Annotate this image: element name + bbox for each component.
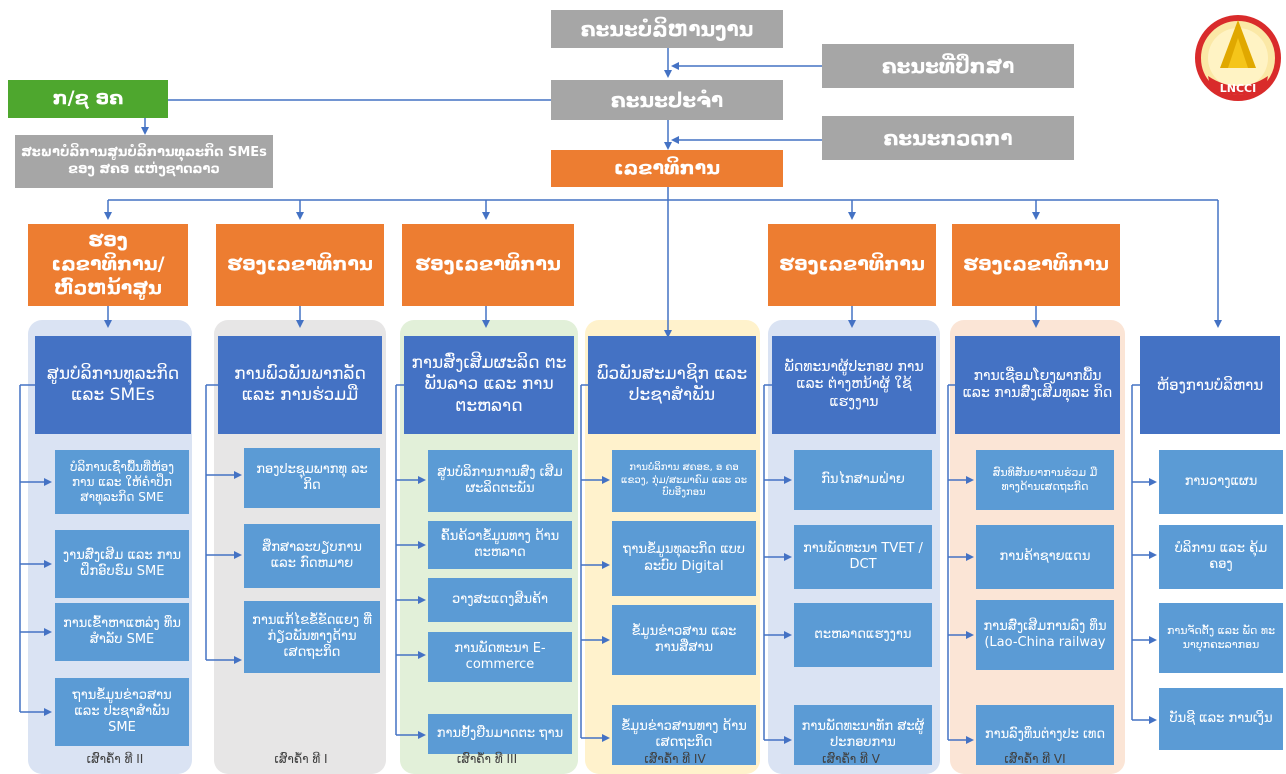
advisory-box: ຄະນະທີ່ປຶກສາ <box>822 44 1074 88</box>
deputy-box-2: ຮອງເລຂາທິການ <box>216 224 384 306</box>
list-item: ຂໍ້ມູນຂ່າວສານທາງ ດ້ານເສດຖະກິດ <box>612 705 756 765</box>
board-box: ຄະນະບໍລິຫານງານ <box>551 10 783 48</box>
list-item: ການສົ່ງເສີມການລົງ ທຶນ (Lao-China railway <box>976 600 1114 670</box>
list-item: ການຈັດຕັ້ງ ແລະ ພັດ ທະນາບຸກຄະລາກອນ <box>1159 603 1283 673</box>
column-header-7: ຫ້ອງການບໍລິຫານ <box>1140 336 1280 434</box>
list-item: ການແກ້ໄຂຂໍ້ຂັດແຍງ ທີ່ກ່ຽວພັນທາງດ້ານ ເສດຖ… <box>244 601 380 673</box>
column-header-3: ການສົ່ງເສີມຜະລິດ ຕະພັນລາວ ແລະ ການຕະຫລາດ <box>404 336 574 434</box>
list-item: ຄົ້ນຄ້ວາຂໍ້ມູນທາງ ດ້ານຕະຫລາດ <box>428 521 572 569</box>
list-item: ການລົງທຶນຕ່າງປະ ເທດ <box>976 705 1114 765</box>
column-header-2: ການພົວພັນພາກລັດ ແລະ ການຮ່ວມມື <box>218 336 382 434</box>
column-header-1: ສູນບໍລິການທຸລະກິດ ແລະ SMEs <box>35 336 191 434</box>
pillar-label: ເສົາຄໍ້າ ທີ I <box>274 752 328 766</box>
secretariat-box: ເລຂາທິການ <box>551 150 783 187</box>
list-item: ການເຂົ້າຫາແຫລ່ງ ທຶນສໍາລັບ SME <box>55 603 189 661</box>
sme-council-box: ສະພາບໍລິການສູນບໍລິການທຸລະກິດ SMEs ຂອງ ສຄ… <box>15 135 273 188</box>
list-item: ການຄ້າຊາຍແດນ <box>976 525 1114 589</box>
list-item: ບໍລິການ ແລະ ຄຸ້ມ ຄອງ <box>1159 525 1283 589</box>
list-item: ກົນໄກສາມຝ່າຍ <box>794 450 932 510</box>
list-item: ສູນບໍລິການການສົ່ງ ເສີມຜະລິດຕະພັນ <box>428 450 572 512</box>
column-header-4: ພົວພັນສະມາຊິກ ແລະ ປະຊາສໍາພັນ <box>588 336 756 434</box>
standing-box: ຄະນະປະຈຳ <box>551 80 783 120</box>
pillar-label: ເສົາຄໍ້າ ທີ II <box>86 752 144 766</box>
deputy-box-1: ຮອງເລຂາທິການ/ ຫົວຫນ້າສູນ <box>28 224 188 306</box>
logo-text: LNCCI <box>1220 82 1256 95</box>
lncci-emblem-icon: LNCCI <box>1195 15 1281 101</box>
list-item: ສຶກສາລະບຽບການ ແລະ ກົດຫມາຍ <box>244 524 380 588</box>
deputy-box-3: ຮອງເລຂາທິການ <box>402 224 574 306</box>
list-item: ຖານຂໍ້ມູນຂ່າວສານ ແລະ ປະຊາສໍາພັນ SME <box>55 678 189 746</box>
pillar-label: ເສົາຄໍ້າ ທີ V <box>822 752 880 766</box>
list-item: ການຢັ້ງຢືນມາດຕະ ຖານ <box>428 714 572 754</box>
list-item: ງານສົ່ງເສີມ ແລະ ການຝຶກອົບຮົມ SME <box>55 530 189 598</box>
pillar-label: ເສົາຄໍ້າ ທີ III <box>456 752 518 766</box>
list-item: ຖານຂໍ້ມູນທຸລະກິດ ແບບລະບົບ Digital <box>612 521 756 596</box>
list-item: ບັນຊີ ແລະ ການເງິນ <box>1159 688 1283 750</box>
pillar-label: ເສົາຄໍ້າ ທີ IV <box>644 752 706 766</box>
column-header-5: ພັດທະນາຜູ້ປະກອບ ການ ແລະ ຕ່າງຫນ້າຜູ້ ໃຊ້ແ… <box>772 336 936 434</box>
list-item: ກອງປະຊຸມພາກທຸ ລະກິດ <box>244 448 380 508</box>
pillar-label: ເສົາຄໍ້າ ທີ VI <box>1004 752 1066 766</box>
list-item: ການພັດທະນາທັກ ສະຜູ້ປະກອບການ <box>794 705 932 765</box>
deputy-box-4: ຮອງເລຂາທິການ <box>768 224 936 306</box>
lncci-logo: LNCCI <box>1190 0 1286 112</box>
list-item: ການພັດທະນາ TVET / DCT <box>794 525 932 589</box>
list-item: ການພັດທະນາ E- commerce <box>428 632 572 682</box>
list-item: ສົນທິສັນຍາການຮ່ວມ ມື ທາງດ້ານເສດຖະກິດ <box>976 450 1114 510</box>
list-item: ການບໍລິການ ສຄອຂ, ອ ຄອ ແຂວງ, ກຸ່ມ/ສະມາຄົມ… <box>612 450 756 512</box>
inspection-box: ຄະນະກວດກາ <box>822 116 1074 160</box>
list-item: ບໍລິການເຊົ່າພື້ນທີ່ຫ້ອງ ການ ແລະ ໃຫ້ຄໍາປຶ… <box>55 450 189 514</box>
list-item: ວາງສະແດງສິນຄ້າ <box>428 578 572 622</box>
party-box: ກ/ຊ ອຄ <box>8 80 168 118</box>
deputy-box-5: ຮອງເລຂາທິການ <box>952 224 1120 306</box>
list-item: ຕະຫລາດແຮງງານ <box>794 603 932 667</box>
column-header-6: ການເຊື່ອມໂຍງພາກພື້ນ ແລະ ການສົ່ງເສີມທຸລະ … <box>955 336 1120 434</box>
list-item: ການວາງແຜນ <box>1159 450 1283 514</box>
list-item: ຂໍ້ມູນຂ່າວສານ ແລະ ການສື່ສານ <box>612 605 756 675</box>
